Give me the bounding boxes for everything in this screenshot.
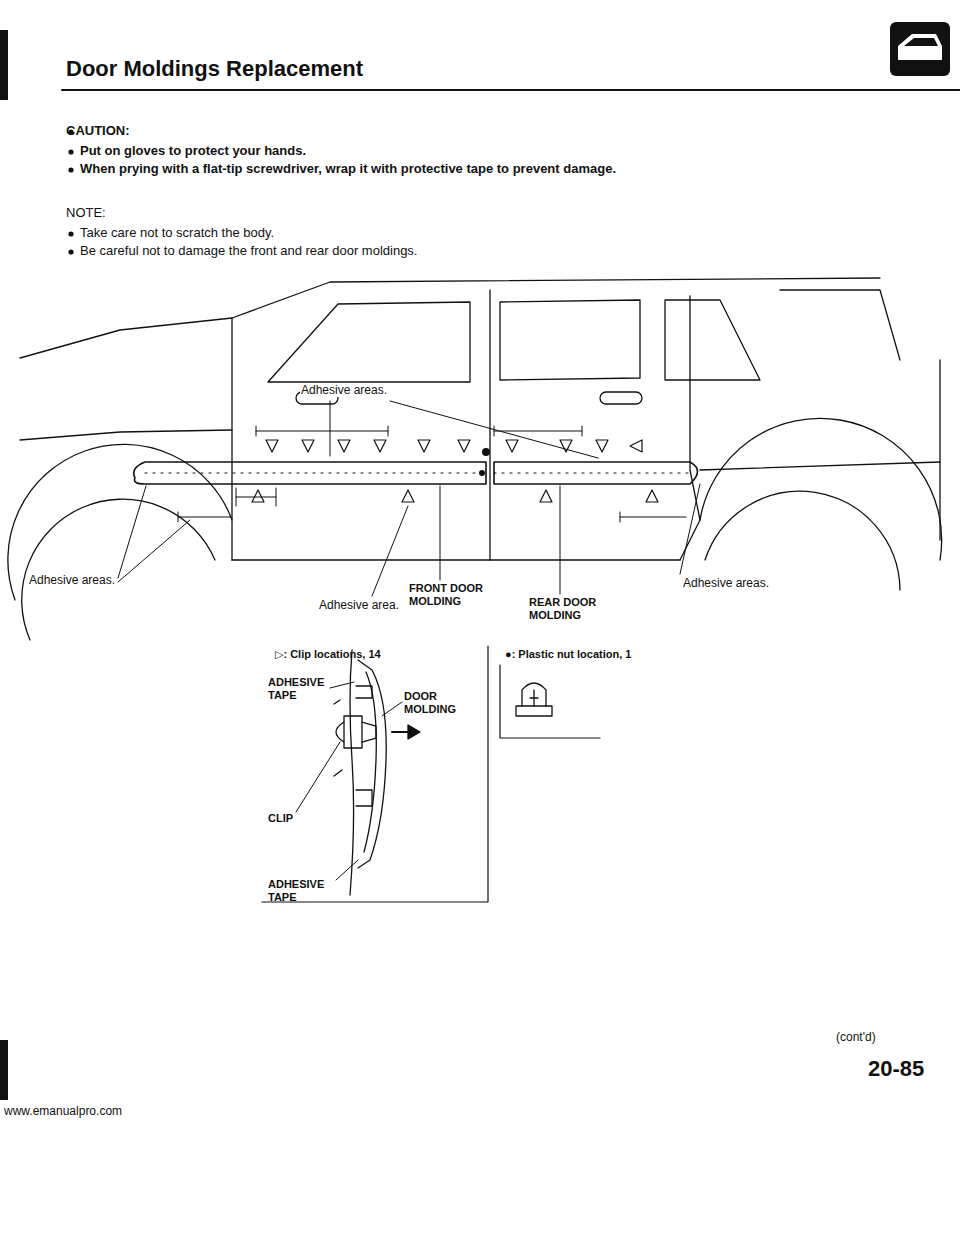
area-label: Adhesive areas. — [682, 576, 770, 590]
part-label: REAR DOOR MOLDING — [528, 596, 608, 622]
caution-heading: CAUTION: — [66, 123, 130, 139]
note-text: Take care not to scratch the body. — [80, 225, 274, 241]
header-rule — [62, 89, 960, 91]
vehicle-outline — [8, 278, 942, 640]
plastic-nut-symbol — [516, 683, 552, 716]
part-label: DOOR MOLDING — [404, 690, 466, 716]
door-molding-strip — [134, 448, 698, 484]
note-heading: NOTE: — [66, 205, 106, 221]
leader-lines — [118, 401, 700, 596]
watermark: www.emanualpro.com — [4, 1104, 122, 1118]
clip-symbols — [252, 440, 658, 502]
leader-lines — [296, 682, 402, 880]
part-label: ADHESIVE TAPE — [268, 676, 330, 702]
bullet-dots — [68, 129, 73, 254]
area-label: Adhesive areas. — [28, 573, 116, 587]
part-label: CLIP — [268, 812, 293, 825]
symbol-key: ●: Plastic nut location, 1 — [505, 648, 631, 661]
part-label: ADHESIVE TAPE — [268, 878, 330, 904]
caution-text: Put on gloves to protect your hands. — [80, 143, 306, 159]
area-label: Adhesive area. — [318, 598, 400, 612]
section-car-icon — [890, 22, 950, 76]
edge-mark — [0, 1040, 8, 1100]
page-number: 20-85 — [868, 1056, 924, 1082]
part-label: FRONT DOOR MOLDING — [408, 582, 488, 608]
note-text: Be careful not to damage the front and r… — [80, 243, 417, 259]
adhesive-area-brackets — [178, 426, 686, 522]
area-label: Adhesive areas. — [300, 383, 388, 397]
inset-frames — [262, 646, 600, 902]
page-title: Door Moldings Replacement — [66, 56, 363, 82]
clip-cross-section — [334, 650, 420, 895]
symbol-key: ▷: Clip locations, 14 — [275, 648, 381, 661]
edge-mark — [0, 30, 8, 100]
caution-text: When prying with a flat-tip screwdriver,… — [80, 161, 616, 177]
continued-note: (cont'd) — [836, 1030, 876, 1044]
